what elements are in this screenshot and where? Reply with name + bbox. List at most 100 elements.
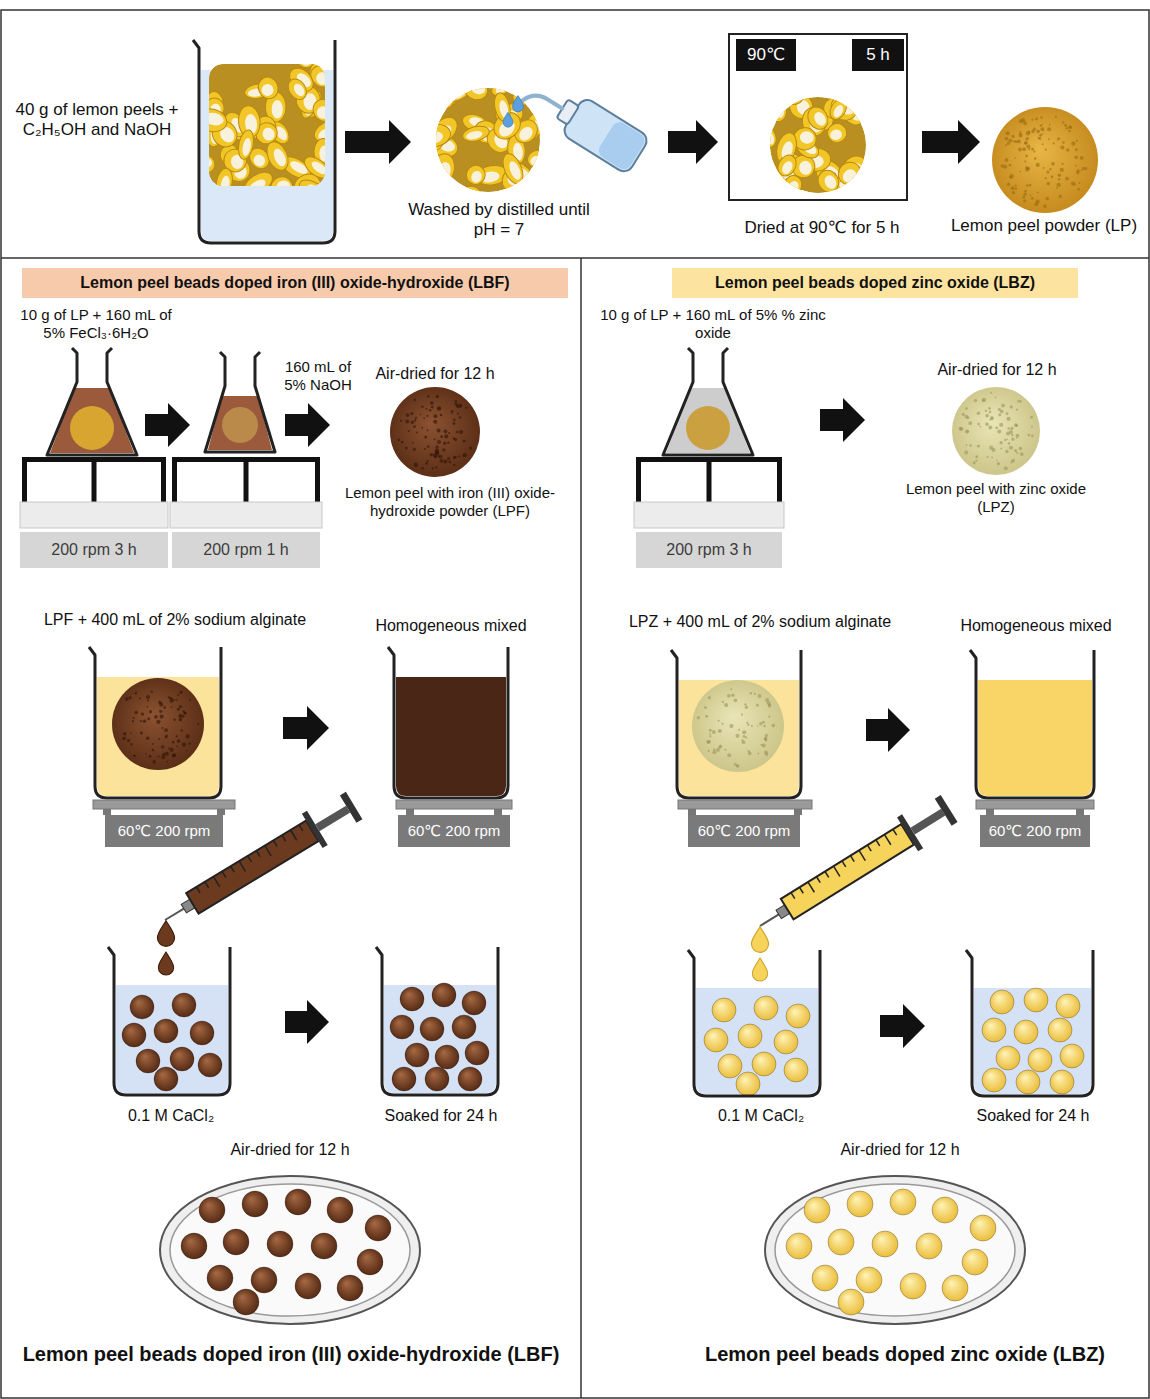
speckles <box>736 764 739 767</box>
bead <box>900 1273 926 1299</box>
speckles <box>1031 148 1034 151</box>
speckles <box>1048 138 1050 140</box>
speckles <box>452 422 455 425</box>
oven-box: Dried at 90℃ for 5 h90℃5 h <box>728 33 908 201</box>
speckles <box>735 734 739 738</box>
speckles <box>995 397 997 399</box>
speckles <box>171 706 173 708</box>
speckles <box>421 406 424 409</box>
speckles <box>758 694 762 698</box>
hot-plate <box>976 800 1094 809</box>
speckles <box>1000 448 1002 450</box>
speckles <box>975 455 978 458</box>
speckles <box>736 764 739 767</box>
speckles <box>183 711 186 714</box>
speckles <box>433 420 437 424</box>
speckles <box>1024 160 1026 162</box>
speckles <box>1051 176 1054 179</box>
speckles <box>1077 188 1080 191</box>
speckles <box>1033 151 1035 153</box>
speckles <box>1009 430 1013 434</box>
erlenmeyer-flask <box>663 348 753 455</box>
box-label: 200 rpm 1 h <box>203 540 288 559</box>
step-caption: 10 g of LP + 160 mL of 5% % zinc oxide <box>598 306 828 342</box>
shaker-tray <box>634 457 784 528</box>
wash-bottle <box>596 119 648 172</box>
bead <box>181 1233 207 1259</box>
syringe <box>834 866 840 876</box>
bead <box>970 1215 996 1241</box>
speckles <box>1039 134 1042 137</box>
speckles <box>977 444 980 447</box>
speckles <box>132 720 134 722</box>
syringe <box>808 882 814 892</box>
speckles <box>1025 137 1028 140</box>
beaker <box>89 647 221 798</box>
speckles <box>147 699 149 701</box>
step-illustration: Soaked for 24 h <box>970 948 1095 1096</box>
step-caption: 10 g of LP + 160 mL of 5% FeCl₃·6H₂O <box>8 306 184 342</box>
speckles <box>170 748 174 752</box>
bead <box>365 1215 391 1241</box>
speckles <box>130 732 132 734</box>
lemon-peels <box>778 82 806 107</box>
speckles <box>1001 116 1088 208</box>
lemon-peels <box>774 152 799 179</box>
speckles <box>1078 182 1080 184</box>
lemon-peels <box>757 123 779 150</box>
speckles <box>738 729 740 731</box>
bead <box>982 1018 1006 1042</box>
speckles <box>406 413 410 417</box>
shaker-tray <box>170 502 322 528</box>
syringe <box>165 908 186 920</box>
syringe <box>851 856 855 862</box>
speckles <box>1030 195 1032 197</box>
bead <box>251 1267 277 1293</box>
speckles <box>731 694 735 698</box>
speckles <box>1011 135 1014 138</box>
box-label: 90℃ <box>747 45 785 65</box>
speckles <box>453 437 455 439</box>
speckles <box>763 725 766 728</box>
bead <box>181 1189 391 1315</box>
speckles <box>989 411 992 414</box>
syringe <box>791 893 795 899</box>
speckles <box>1005 131 1009 135</box>
block-arrow <box>880 1004 925 1048</box>
speckles <box>430 401 434 405</box>
speckles <box>1064 124 1067 127</box>
lemon-peels <box>319 145 325 161</box>
speckles <box>1066 148 1069 151</box>
speckles <box>133 754 136 757</box>
step-caption: Air-dried for 12 h <box>210 1140 370 1159</box>
speckles <box>727 753 731 757</box>
speckles <box>759 722 762 725</box>
speckles <box>181 715 184 718</box>
lemon-peels <box>431 82 460 110</box>
lemon-peels <box>787 180 800 195</box>
shaker-tray <box>161 457 166 502</box>
speckles <box>747 724 749 726</box>
speckles <box>1056 183 1060 187</box>
bead <box>207 1265 233 1291</box>
bead <box>704 1028 728 1052</box>
speckles <box>440 459 444 463</box>
step-caption: Homogeneous mixed <box>360 616 542 635</box>
speckles <box>125 697 129 701</box>
lemon-peels <box>499 151 527 187</box>
shaker-label: 200 rpm 3 h <box>20 532 168 568</box>
speckles <box>436 395 440 399</box>
bead <box>122 1023 146 1047</box>
lemon-peels <box>771 100 785 119</box>
speckles <box>742 735 745 738</box>
speckles <box>762 721 765 724</box>
speckles <box>440 435 443 438</box>
beaker <box>97 677 219 796</box>
speckles <box>151 691 153 693</box>
speckles <box>460 405 462 407</box>
speckles <box>405 447 408 450</box>
syringe <box>893 829 897 835</box>
speckles <box>990 392 992 394</box>
speckles <box>176 745 178 747</box>
syringe <box>256 851 260 857</box>
